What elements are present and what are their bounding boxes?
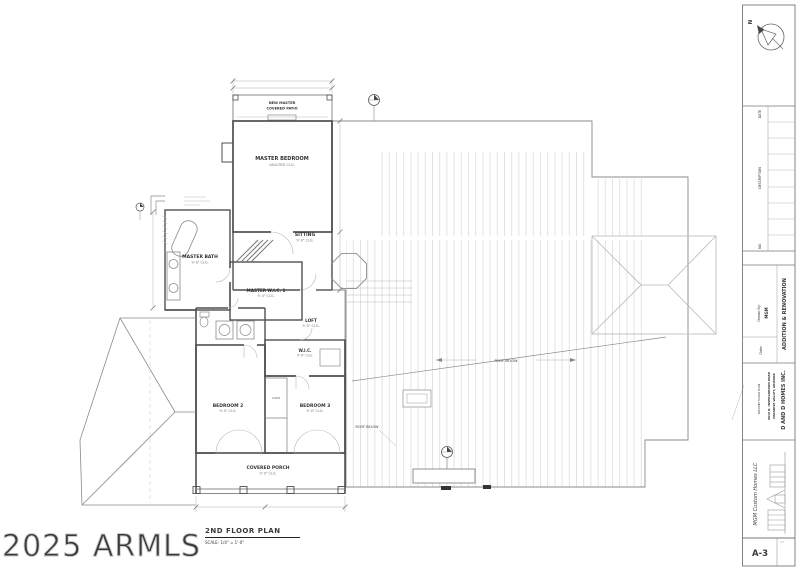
label-sitting-sub: 9'-0" CLG. xyxy=(296,239,313,243)
north-compass: N xyxy=(748,19,785,51)
label-master-bedroom: MASTER BEDROOM xyxy=(255,156,309,162)
master-bath xyxy=(162,209,231,311)
label-master-bedroom-sub: VAULTED CLG. xyxy=(269,163,295,167)
roof-below-text-a: ROOF BELOW xyxy=(495,359,519,363)
drawn-by-label: Drawn By: xyxy=(757,304,761,321)
toilet-tank xyxy=(199,311,210,318)
label-master-wic: MASTER W.I.C. 1 xyxy=(247,288,286,293)
label-sitting: SITTING xyxy=(295,232,316,238)
sitting-walls xyxy=(232,121,333,291)
roof-below-label-a: ROOF BELOW xyxy=(436,358,576,363)
logo-block: MGM Custom Homes LLC xyxy=(742,439,795,534)
company-name: D AND D HOMES INC. xyxy=(781,370,787,430)
sink xyxy=(239,324,252,336)
roof-below-label-b: ROOF BELOW xyxy=(356,425,397,447)
plan-title-block: 2ND FLOOR PLAN SCALE: 1/4" = 1'-0" xyxy=(205,527,300,545)
label-master-bath: MASTER BATH xyxy=(182,254,218,260)
plan-scale: SCALE: 1/4" = 1'-0" xyxy=(205,540,244,545)
watermark: 2025 ARMLS xyxy=(2,529,201,564)
section-marker-2 xyxy=(441,446,453,469)
label-linen: LINEN xyxy=(272,396,280,400)
sheet-number: A-3 xyxy=(752,549,768,559)
sheet-number-block: A-3 xyxy=(742,537,795,566)
logo-building-icon xyxy=(766,452,786,534)
label-bedroom3: BEDROOM 3 xyxy=(300,403,331,409)
left-hip-roof xyxy=(79,317,196,506)
rev-description-header: DESCRIPTION xyxy=(758,167,762,189)
window-seat xyxy=(221,142,234,163)
right-wing-roof: ROOF BELOW ROOF BELOW xyxy=(332,120,717,490)
bedroom2-walls xyxy=(195,344,266,454)
octagon-stair xyxy=(330,252,368,290)
plan-mark xyxy=(483,485,491,489)
label-wic-sub: 9'-0" CLG. xyxy=(297,354,313,358)
right-hip-roof xyxy=(591,235,717,335)
bath-2 xyxy=(199,311,255,340)
skylight xyxy=(402,389,432,408)
tag-text-lines xyxy=(184,196,210,206)
revision-table: DATE DESCRIPTION NO. xyxy=(742,105,795,252)
label-wic: W.I.C. xyxy=(298,348,312,353)
rev-no-header: NO. xyxy=(758,243,762,249)
roof-below-text-b: ROOF BELOW xyxy=(356,425,380,429)
label-porch: COVERED PORCH xyxy=(246,465,289,471)
window-hatch xyxy=(162,215,168,245)
sink xyxy=(168,283,179,293)
label-master-bath-sub: 9'-0" CLG. xyxy=(191,261,208,265)
logo-text: MGM Custom Homes LLC xyxy=(753,462,759,525)
linen-closet xyxy=(264,377,288,419)
bedrooms xyxy=(195,343,346,454)
bedroom3-walls xyxy=(264,375,346,454)
vanity xyxy=(166,251,181,301)
exterior-steps xyxy=(150,195,165,215)
rev-date-header: DATE xyxy=(758,110,762,118)
covered-porch xyxy=(192,340,346,494)
section-marker-1 xyxy=(368,94,380,121)
company-block: D AND D HOMES INC. 9919 N. INVERGORDON R… xyxy=(742,362,795,430)
master-bedroom-walls xyxy=(232,120,333,233)
shaft xyxy=(264,418,288,453)
leader-line xyxy=(731,384,745,421)
french-door-arcs xyxy=(215,429,341,454)
label-bedroom2-sub: 9'-0" CLG. xyxy=(219,409,236,413)
toilet xyxy=(199,316,209,328)
plan-mark xyxy=(441,486,451,490)
sink xyxy=(168,259,179,269)
sheet-title: SECOND FLOOR PLAN xyxy=(757,384,761,414)
label-loft-sub: 9'-0" CLG. xyxy=(302,324,319,328)
north-label: N xyxy=(748,19,754,24)
label-bedroom3-sub: 9'-0" CLG. xyxy=(306,409,323,413)
porch-posts xyxy=(192,486,346,494)
sink xyxy=(218,324,231,336)
company-address-1: 9919 N. INVERGORDON ROAD xyxy=(767,371,771,420)
master-suite xyxy=(162,94,333,321)
bathtub xyxy=(171,220,198,257)
beam-callout-box xyxy=(412,468,476,484)
label-loft: LOFT xyxy=(305,318,317,323)
master-wic-walls xyxy=(229,261,303,321)
label-patio-1: NEW MASTER xyxy=(269,101,296,105)
drawn-by-value: MGM xyxy=(764,307,769,318)
plan-title: 2ND FLOOR PLAN xyxy=(205,527,281,535)
label-master-wic-sub: 9'-0" CLG. xyxy=(257,294,274,298)
wic-walls xyxy=(264,339,346,377)
title-block: N DATE DESCRIPTION NO. ADDITION & RENOVA… xyxy=(742,4,796,567)
label-patio-2: COVERED PATIO xyxy=(266,107,297,111)
section-marker-3 xyxy=(135,202,145,220)
date-label: Date: xyxy=(759,345,763,354)
stair-hatch xyxy=(235,239,274,263)
north-arrow-tip xyxy=(757,25,764,34)
project-title: ADDITION & RENOVATION xyxy=(782,278,788,350)
dimensions xyxy=(150,78,348,512)
project-info-block: ADDITION & RENOVATION Drawn By: MGM Date… xyxy=(742,264,795,363)
company-address-2: PARADISE VALLEY, ARIZONA xyxy=(772,372,776,418)
label-porch-sub: 9'-0" CLG. xyxy=(259,472,276,476)
label-bedroom2: BEDROOM 2 xyxy=(213,403,244,409)
